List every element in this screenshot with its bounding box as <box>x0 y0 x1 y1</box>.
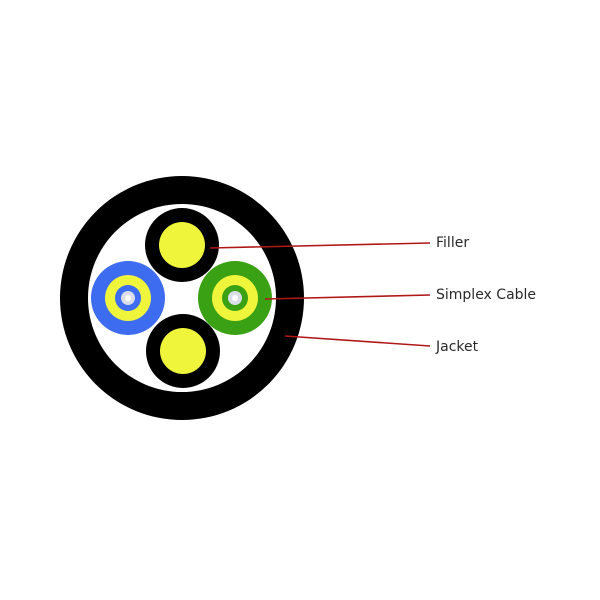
filler-bottom <box>146 314 220 388</box>
filler-label: Filler <box>436 235 470 251</box>
simplex-cable-blue <box>91 261 165 335</box>
jacket-leader-line <box>284 335 431 347</box>
filler-top <box>145 208 219 282</box>
jacket-label: Jacket <box>436 339 479 355</box>
simplex-cable-green <box>198 261 272 335</box>
simplex-cable-label: Simplex Cable <box>436 287 537 303</box>
simplex-leader-line <box>264 294 431 300</box>
filler-leader-line <box>209 242 431 249</box>
jacket <box>60 176 304 420</box>
